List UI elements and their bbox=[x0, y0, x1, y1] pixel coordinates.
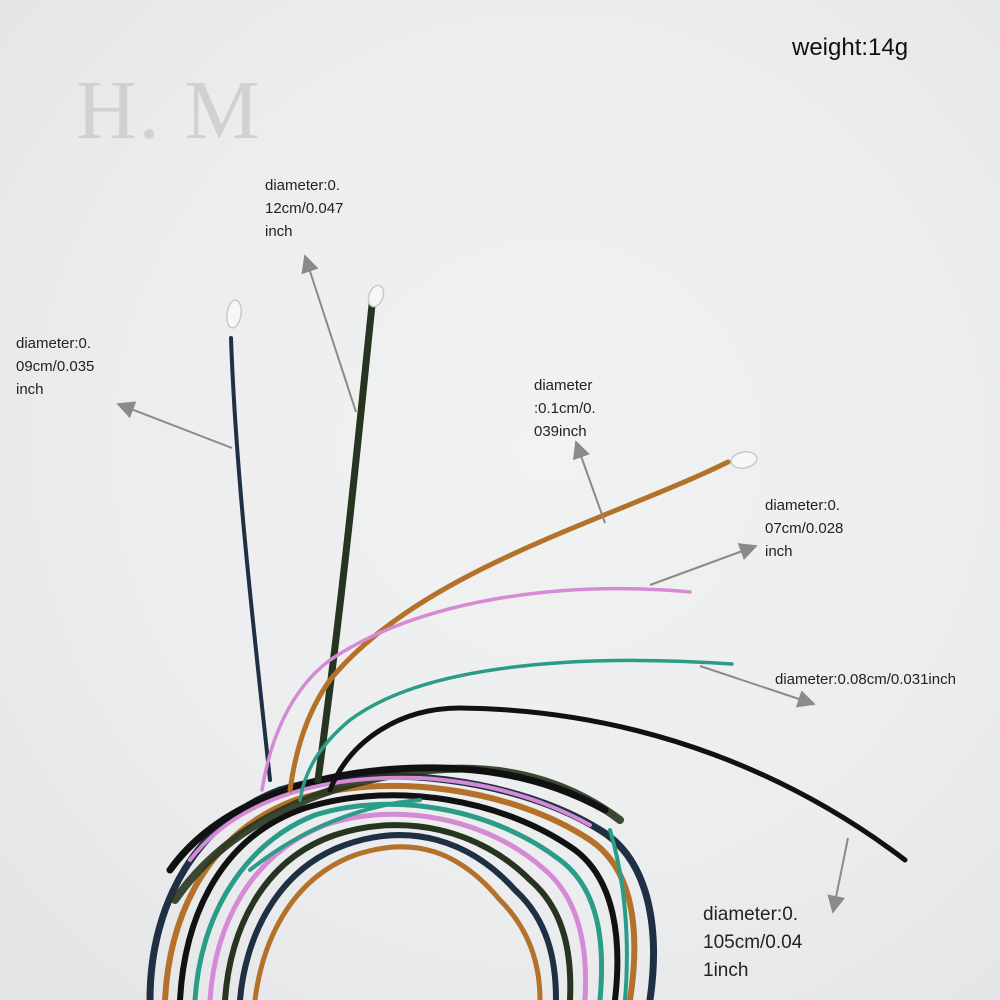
diameter-label-007: diameter:0. 07cm/0.028 inch bbox=[765, 497, 844, 560]
diameter-label-008: diameter:0.08cm/0.031inch bbox=[775, 671, 956, 688]
diameter-label-009: diameter:0. 09cm/0.035 inch bbox=[16, 335, 95, 398]
wire-copper bbox=[287, 459, 731, 793]
ball-end-tips bbox=[226, 284, 758, 469]
diameter-label-012: diameter:0. 12cm/0.047 inch bbox=[265, 177, 344, 240]
wire-pink bbox=[260, 586, 692, 792]
wire-dark-green bbox=[314, 301, 376, 784]
watermark-logo: H. M bbox=[76, 64, 262, 157]
weight-label: weight:14g bbox=[792, 34, 909, 61]
arrow-d007 bbox=[649, 543, 758, 586]
wire-teal bbox=[298, 658, 734, 802]
wire-strands bbox=[229, 301, 908, 863]
diameter-label-0105: diameter:0. 105cm/0.04 1inch bbox=[703, 904, 803, 981]
arrow-d008 bbox=[699, 665, 816, 708]
arrow-d010 bbox=[572, 440, 606, 524]
arrow-d012 bbox=[301, 254, 357, 413]
diameter-label-010: diameter :0.1cm/0. 039inch bbox=[534, 377, 596, 440]
wire-coil bbox=[146, 764, 657, 1000]
wire-navy bbox=[229, 336, 272, 782]
arrow-d009 bbox=[116, 401, 233, 449]
arrow-d0105 bbox=[827, 837, 849, 914]
pointer-arrows bbox=[116, 254, 849, 914]
wire-black bbox=[327, 705, 908, 863]
